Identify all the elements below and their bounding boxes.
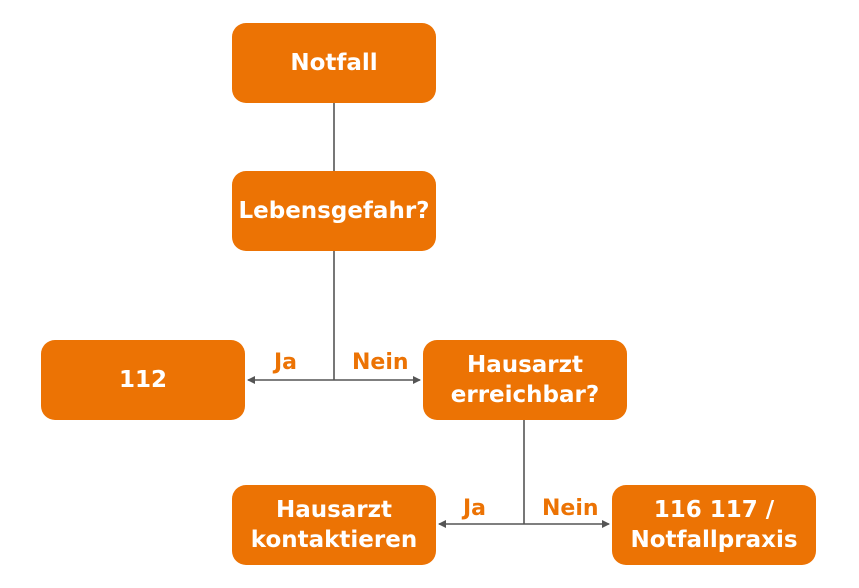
node-hausarzt-erreichbar: Hausarzt erreichbar?: [423, 340, 627, 420]
edge-label-lebensgefahr-nein: Nein: [352, 350, 409, 375]
node-lebensgefahr: Lebensgefahr?: [232, 171, 436, 251]
node-hausarzt-erreichbar-line2: erreichbar?: [450, 382, 600, 408]
edge-label-hausarzt-nein: Nein: [542, 496, 599, 521]
edge-label-hausarzt-ja: Ja: [463, 496, 487, 521]
node-notfallpraxis: 116 117 / Notfallpraxis: [612, 485, 816, 565]
node-notfall-label: Notfall: [290, 50, 378, 76]
node-lebensgefahr-label: Lebensgefahr?: [238, 198, 430, 224]
node-hausarzt-erreichbar-line1: Hausarzt: [466, 352, 584, 378]
node-notruf-112-label: 112: [118, 367, 167, 393]
node-notfallpraxis-line1: 116 117 /: [653, 497, 775, 523]
node-hausarzt-kontaktieren-line1: Hausarzt: [275, 497, 393, 523]
node-notfallpraxis-line2: Notfallpraxis: [630, 527, 798, 553]
node-hausarzt-kontaktieren-line2: kontaktieren: [250, 527, 418, 553]
node-notfall: Notfall: [232, 23, 436, 103]
node-notruf-112: 112: [41, 340, 245, 420]
node-hausarzt-kontaktieren: Hausarzt kontaktieren: [232, 485, 436, 565]
edge-label-lebensgefahr-ja: Ja: [274, 350, 298, 375]
